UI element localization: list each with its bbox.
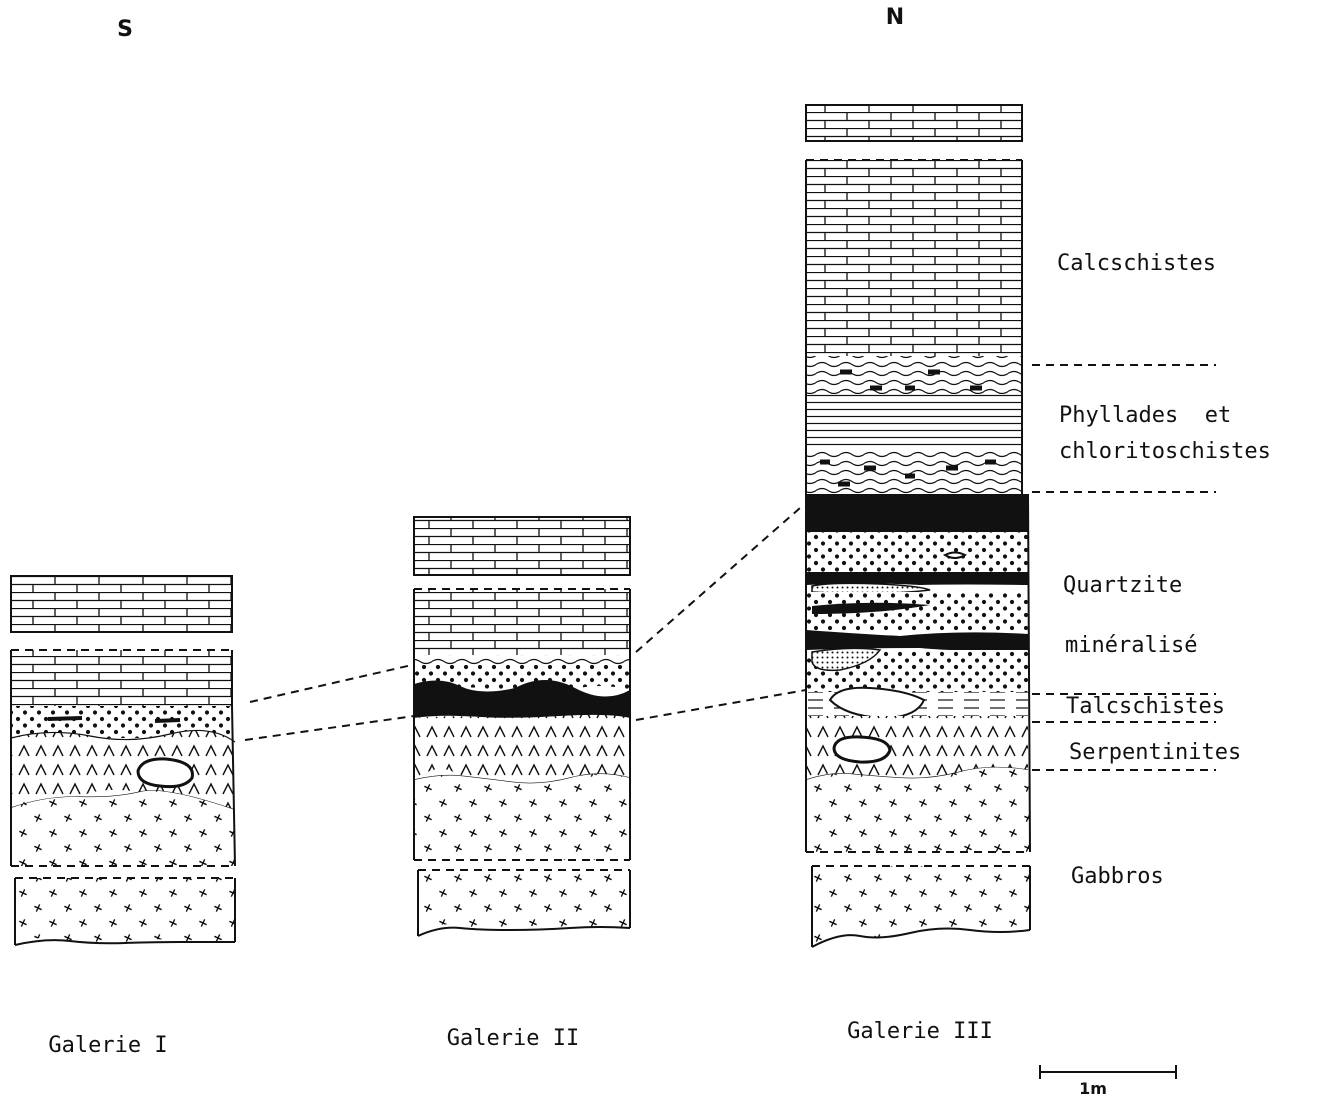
legend-quartzite-line2: minéralisé (1065, 633, 1197, 658)
legend-phyllades-line2: chloritoschistes (1059, 439, 1271, 464)
legend-quartzite-line1: Quartzite (1063, 573, 1182, 598)
legend-talcschistes: Talcschistes (1066, 694, 1225, 719)
column-label-galerie-3: Galerie III (847, 1019, 993, 1044)
correlation-lines (244, 507, 807, 741)
south-label: S (117, 17, 133, 42)
column-label-galerie-2: Galerie II (447, 1026, 579, 1051)
column-galerie-2 (413, 516, 631, 937)
column-label-galerie-1: Galerie I (48, 1033, 167, 1058)
legend-boundaries (1032, 364, 1216, 771)
legend-serpentinites: Serpentinites (1069, 740, 1241, 765)
north-label: N (886, 5, 904, 30)
column-galerie-1 (10, 575, 236, 947)
legend-gabbros: Gabbros (1071, 864, 1164, 889)
scale-label: 1m (1079, 1079, 1107, 1098)
legend-phyllades-line1: Phyllades et (1059, 403, 1231, 428)
scale-bar: 1m (1039, 1065, 1177, 1098)
legend-calcschistes: Calcschistes (1057, 251, 1216, 276)
column-galerie-3 (805, 104, 1031, 948)
